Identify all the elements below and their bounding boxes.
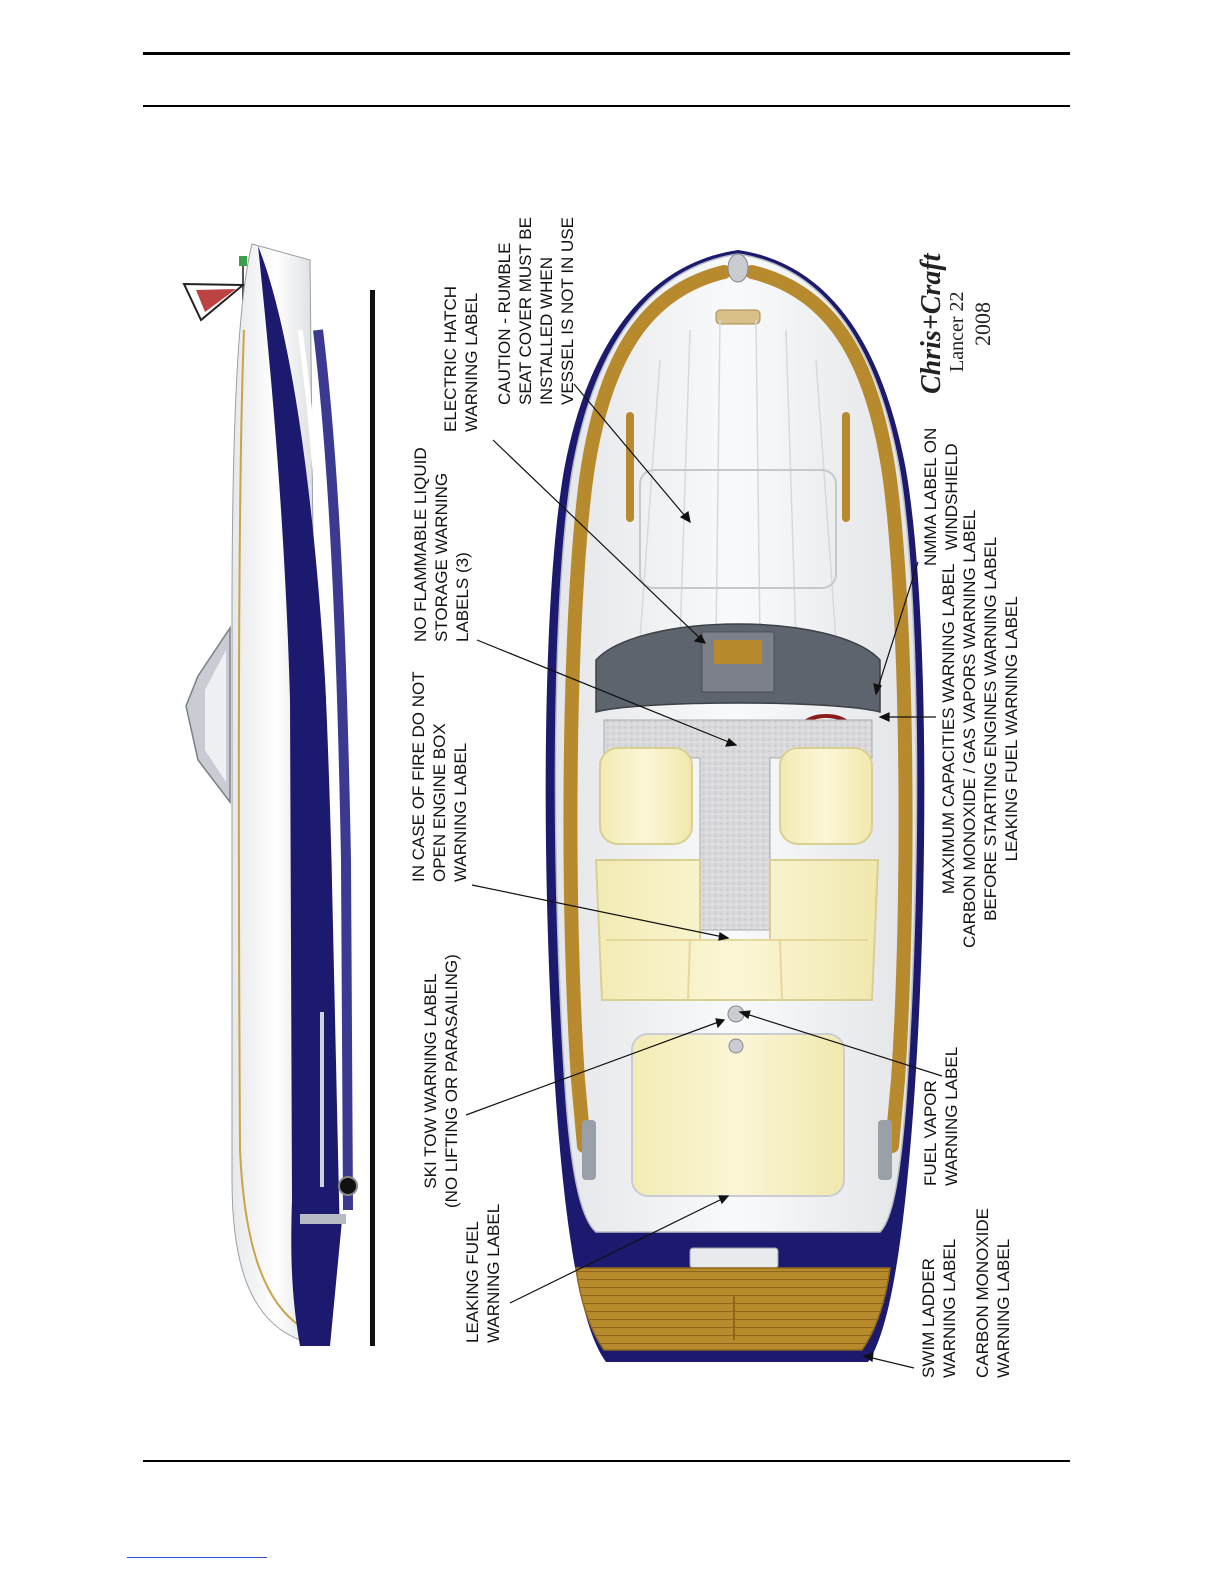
- leader-leaking-fuel: [509, 1195, 729, 1304]
- callout-electric-hatch: ELECTRIC HATCH WARNING LABEL: [441, 285, 481, 432]
- leader-ski-tow: [465, 1019, 725, 1116]
- header-rule-top: [143, 52, 1070, 55]
- callout-engine-box-fire: IN CASE OF FIRE DO NOT OPEN ENGINE BOX W…: [409, 671, 470, 882]
- arrow-fuel-vapor: [738, 1010, 751, 1020]
- leader-engine-box: [471, 884, 729, 939]
- side-boot-stripe: [297, 329, 345, 1221]
- brand-logo: Chris+Craft: [916, 253, 947, 394]
- starboard-engine-vent: [878, 1120, 892, 1180]
- port-engine-vent: [582, 1120, 596, 1180]
- starboard-grab-rail: [842, 412, 850, 522]
- side-swim-platform: [300, 1214, 346, 1224]
- arrow-electric-hatch: [693, 633, 707, 644]
- foredeck-hatch: [639, 469, 837, 589]
- exhaust-port: [338, 1176, 358, 1196]
- arrow-swim-ladder: [862, 1352, 874, 1363]
- side-hull-shadow: [313, 329, 353, 1211]
- waterline-bar: [370, 290, 375, 1346]
- port-grab-rail: [626, 412, 634, 522]
- brand-year: 2008: [970, 302, 995, 346]
- callout-rumble-seat-cover: CAUTION - RUMBLE SEAT COVER MUST BE INST…: [495, 216, 577, 405]
- side-chrome-strip: [320, 1012, 324, 1187]
- leader-fuel-vapor: [739, 1011, 943, 1077]
- transom-emblem: [689, 1247, 779, 1269]
- fuel-fill-cap: [728, 1038, 744, 1054]
- side-profile: [182, 243, 375, 1346]
- port-bucket-seat: [599, 747, 693, 845]
- side-windshield-glare: [205, 650, 226, 782]
- arrow-ski-tow: [715, 1018, 726, 1029]
- leader-electric-hatch: [492, 439, 706, 644]
- arrow-nmma: [873, 683, 882, 696]
- bow-emblem: [715, 309, 761, 325]
- arrow-leaking-fuel: [718, 1195, 730, 1205]
- leader-nmma: [875, 561, 919, 695]
- callout-leaking-fuel: LEAKING FUEL WARNING LABEL: [463, 1203, 503, 1343]
- starboard-bucket-seat: [779, 747, 873, 845]
- flag-emblem: [196, 289, 236, 312]
- callout-ski-tow: SKI TOW WARNING LABEL (NO LIFTING OR PAR…: [421, 954, 461, 1208]
- header-rule-bottom: [143, 105, 1070, 107]
- bow-light: [239, 256, 247, 266]
- side-rubrail: [237, 329, 301, 1327]
- callout-swim-ladder: SWIM LADDER WARNING LABEL: [919, 1238, 959, 1378]
- footer-link-underline[interactable]: [127, 1557, 267, 1558]
- leader-rumble-seat: [573, 383, 691, 523]
- bench-seams: [606, 939, 868, 1001]
- top-view: [545, 250, 925, 1362]
- callout-max-capacities-group: MAXIMUM CAPACITIES WARNING LABEL CARBON …: [939, 509, 1021, 948]
- arrow-rumble-seat: [679, 510, 691, 524]
- rear-bench-seat: [594, 859, 880, 1001]
- arrow-capacities: [878, 712, 890, 722]
- walkthrough-step-teak: [714, 640, 762, 664]
- starboard-gunwale-teak: [745, 265, 913, 1153]
- bow-cleat: [727, 253, 749, 283]
- brand-model: Lancer 22: [946, 291, 968, 372]
- arrow-engine-box: [718, 932, 730, 941]
- arrow-flammable: [725, 738, 738, 747]
- leader-flammable: [476, 639, 737, 746]
- footer-rule: [143, 1460, 1070, 1462]
- leader-lines: [465, 383, 943, 1369]
- callout-carbon-monoxide: CARBON MONOXIDE WARNING LABEL: [973, 1207, 1013, 1378]
- port-gunwale-teak: [563, 265, 731, 1153]
- ski-tow-eye: [727, 1005, 745, 1023]
- sun-pad: [631, 1033, 845, 1197]
- callout-fuel-vapor: FUEL VAPOR WARNING LABEL: [921, 1046, 961, 1186]
- callout-no-flammable-storage: NO FLAMMABLE LIQUID STORAGE WARNING LABE…: [411, 447, 472, 642]
